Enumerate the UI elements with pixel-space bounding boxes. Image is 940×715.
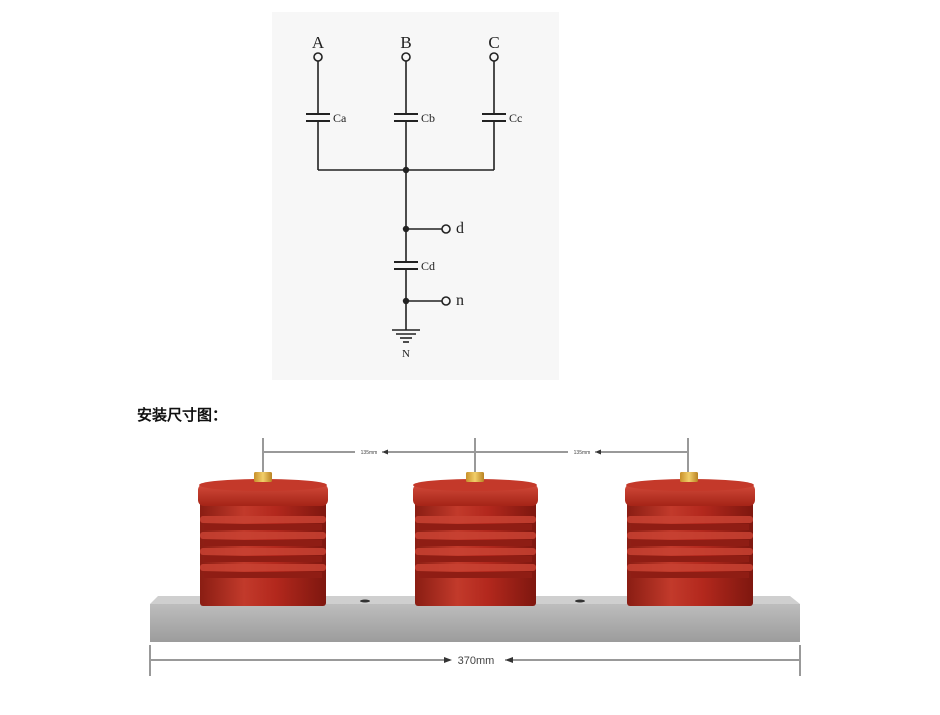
terminal-n-label: n — [456, 292, 464, 309]
schematic-svg: A B C Ca Cb Cc Cd d n N — [306, 33, 522, 360]
spacing-dimension-1: 135mm — [361, 450, 378, 456]
insulator-3 — [625, 472, 755, 606]
n-junction-dot — [402, 297, 410, 305]
capacitor-cd-label: Cd — [421, 259, 435, 273]
terminal-bolt-3 — [680, 472, 698, 482]
d-junction-dot — [402, 225, 410, 233]
terminal-c-label: C — [488, 33, 499, 52]
capacitor-cb-label: Cb — [421, 111, 435, 125]
terminal-d-label: d — [456, 220, 464, 237]
installation-dimension-heading: 安装尺寸图： — [137, 406, 228, 424]
terminal-bolt-1 — [254, 472, 272, 482]
bottom-dimension-lines — [149, 645, 801, 676]
total-length-dimension: 370mm — [458, 655, 495, 667]
terminal-bolt-2 — [466, 472, 484, 482]
terminal-n-node — [441, 296, 451, 306]
terminal-a-label: A — [312, 33, 325, 52]
spacing-dimension-2: 135mm — [574, 450, 591, 456]
terminal-d-node — [441, 224, 451, 234]
capacitor-cc-label: Cc — [509, 111, 522, 125]
capacitor-schematic: A B C Ca Cb Cc Cd d n N — [272, 12, 559, 380]
ground-label: N — [402, 348, 410, 360]
bus-junction-dot — [402, 166, 410, 174]
capacitor-ca-label: Ca — [333, 111, 347, 125]
top-dimension-lines — [262, 438, 689, 476]
insulator-2 — [413, 472, 538, 606]
terminal-b-label: B — [400, 33, 411, 52]
insulator-1 — [198, 472, 328, 606]
